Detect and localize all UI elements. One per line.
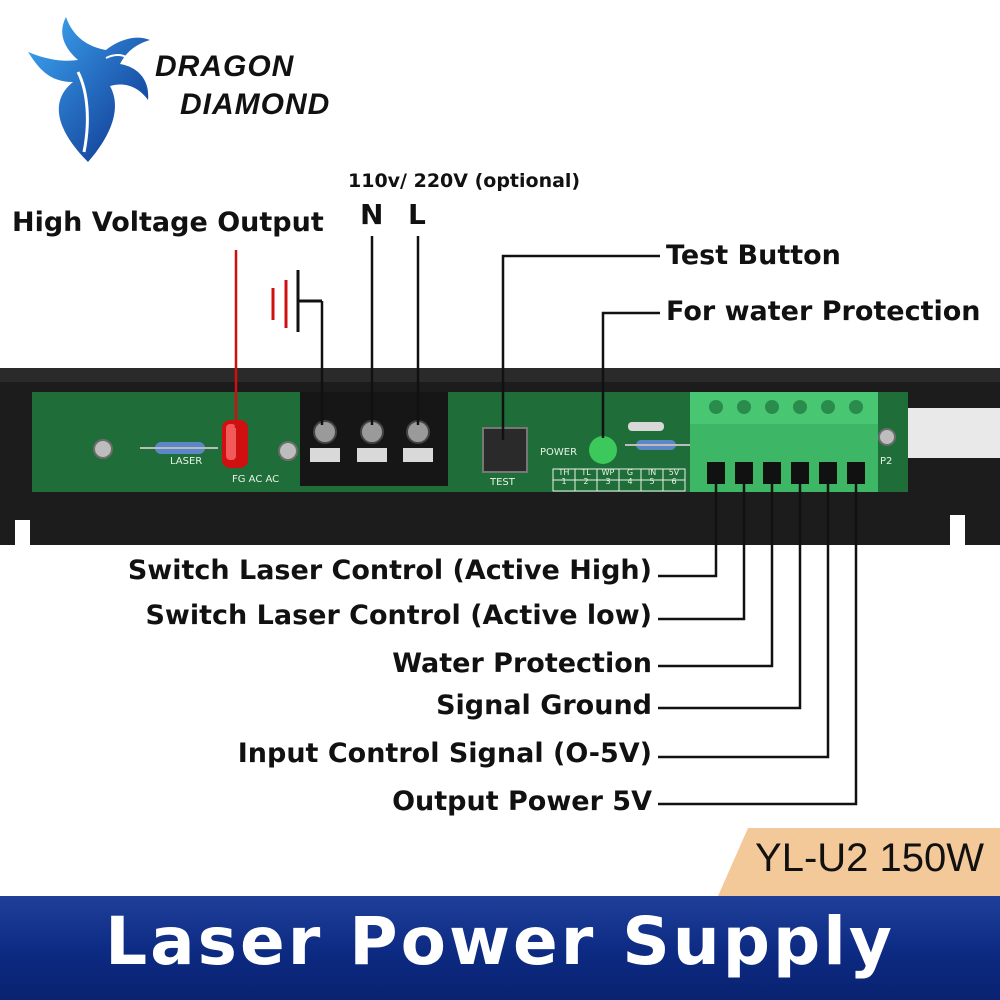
pcb-test-text: TEST [490,477,515,488]
screw-icon [93,439,113,459]
pcb-laser-text: LASER [170,456,203,467]
screw-icon [278,441,298,461]
live-label: L [408,198,426,231]
pin-name: WP [601,468,615,477]
pcb-pin-table: TH TL WP G IN 5V 1 2 3 4 5 6 [553,468,685,486]
output-power-label: Output Power 5V [392,786,652,817]
pcb-power-text: POWER [540,447,578,458]
test-push-button-icon [482,427,528,473]
switch-high-label: Switch Laser Control (Active High) [127,555,652,586]
title-banner [0,896,1000,1000]
pin-number: 1 [561,477,567,486]
pin-name: IN [647,468,657,477]
dragon-logo-icon [28,17,150,162]
power-led-icon [589,436,617,464]
pin-number: 3 [605,477,611,486]
pin-name: 5V [668,468,680,477]
pin-name: TL [581,468,591,477]
switch-low-label: Switch Laser Control (Active low) [145,600,652,631]
banner-title: Laser Power Supply [105,903,895,980]
water-protection-top-label: For water Protection [666,296,981,327]
model-name: YL-U2 150W [755,836,984,880]
voltage-note: 110v/ 220V (optional) [348,170,581,192]
pin-name: TH [558,468,570,477]
high-voltage-output-label: High Voltage Output [12,207,324,238]
pin-number: 4 [627,477,633,486]
screw-icon [878,428,896,446]
pin-name: G [626,468,634,477]
test-button-label: Test Button [666,240,841,271]
water-protection-label: Water Protection [392,648,652,679]
pin-number: 5 [649,477,655,486]
brand-line-1: DRAGON [155,50,295,83]
model-tag-background [718,828,1000,896]
neutral-label: N [360,198,384,231]
pcb-p2-text: P2 [880,456,893,467]
input-control-label: Input Control Signal (O-5V) [237,738,652,769]
pcb-fg-ac-text: FG AC AC [232,474,280,485]
brand-line-2: DIAMOND [180,88,331,121]
pin-number: 2 [583,477,589,486]
signal-ground-label: Signal Ground [436,690,652,721]
pin-number: 6 [671,477,677,486]
